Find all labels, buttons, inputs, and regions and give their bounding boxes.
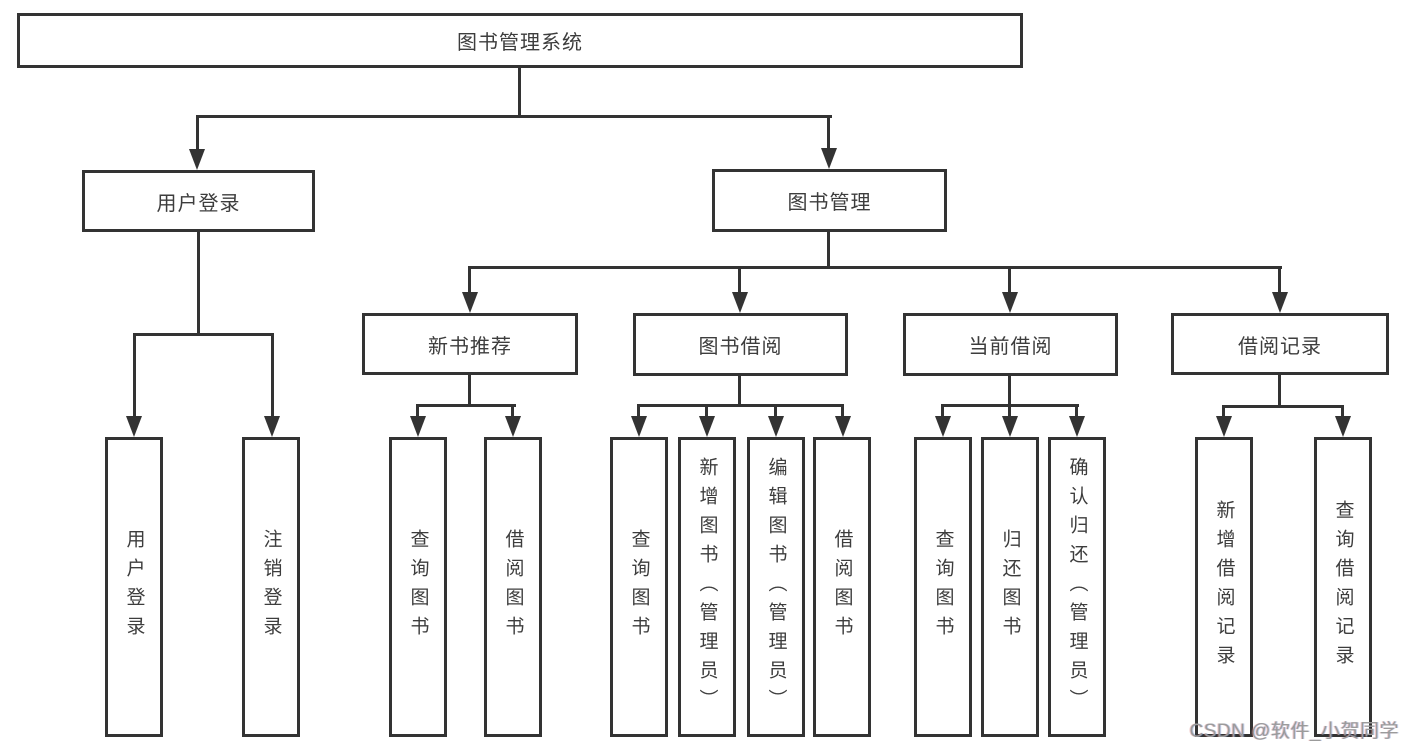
leaf-recommend-borrow-books: 借阅图书: [484, 437, 542, 737]
connector-stub-current-confirm: [1075, 404, 1078, 418]
connector-user-login-stem: [197, 232, 200, 335]
leaf-borrowing-edit-books-admin: 编辑图书（管理员）: [747, 437, 805, 737]
connector-book-management-stem: [827, 232, 830, 269]
node-borrowing-records: 借阅记录: [1171, 313, 1389, 375]
leaf-borrowing-borrow-books: 借阅图书: [813, 437, 871, 737]
arrow-down-icon: [1272, 292, 1288, 313]
node-library-management-system: 图书管理系统: [17, 13, 1023, 68]
connector-root-crossbar: [196, 115, 832, 118]
node-current-borrowing: 当前借阅: [903, 313, 1118, 376]
connector-records-crossbar: [1222, 405, 1344, 408]
arrow-down-icon: [835, 416, 851, 437]
node-label: 注销登录: [260, 529, 282, 645]
arrow-down-icon: [1069, 416, 1085, 437]
leaf-current-query-books: 查询图书: [914, 437, 972, 737]
node-label: 用户登录: [123, 529, 145, 645]
connector-recommend-crossbar: [416, 404, 516, 407]
leaf-logout: 注销登录: [242, 437, 300, 737]
connector-current-stem: [1008, 376, 1011, 407]
node-label: 归还图书: [999, 529, 1021, 645]
leaf-user-login: 用户登录: [105, 437, 163, 737]
node-label: 查询借阅记录: [1332, 500, 1354, 674]
node-label: 用户登录: [156, 192, 241, 215]
connector-stub-recommend-borrow: [511, 404, 514, 418]
connector-stub-records-query: [1341, 405, 1344, 418]
connector-stub-borrowing-edit: [774, 404, 777, 418]
node-label: 当前借阅: [968, 336, 1053, 358]
node-label: 借阅图书: [502, 529, 524, 645]
node-book-borrowing: 图书借阅: [633, 313, 848, 376]
arrow-down-icon: [1335, 416, 1351, 437]
connector-stub-borrowing-records: [1278, 266, 1281, 294]
connector-stub-recommend-query: [416, 404, 419, 418]
arrow-down-icon: [264, 416, 280, 437]
node-label: 借阅记录: [1238, 335, 1322, 358]
leaf-borrowing-query-books: 查询图书: [610, 437, 668, 737]
arrow-down-icon: [505, 416, 521, 437]
node-label: 查询图书: [932, 529, 954, 645]
connector-stub-leaf-logout: [271, 333, 274, 418]
connector-stub-current-return: [1008, 404, 1011, 418]
connector-stub-leaf-user-login: [133, 333, 136, 418]
node-label: 新增图书（管理员）: [696, 456, 718, 718]
connector-user-login-crossbar: [133, 333, 274, 336]
arrow-down-icon: [410, 416, 426, 437]
connector-recommend-stem: [468, 375, 471, 407]
node-label: 新书推荐: [428, 335, 512, 358]
leaf-current-return-books: 归还图书: [981, 437, 1039, 737]
node-label: 借阅图书: [831, 529, 853, 645]
node-user-login: 用户登录: [82, 170, 315, 232]
node-label: 查询图书: [407, 529, 429, 645]
leaf-current-confirm-return-admin: 确认归还（管理员）: [1048, 437, 1106, 737]
connector-book-management-crossbar: [468, 266, 1282, 269]
arrow-down-icon: [699, 416, 715, 437]
connector-borrowing-crossbar: [637, 404, 844, 407]
connector-stub-book-management: [827, 115, 830, 151]
connector-borrowing-stem: [738, 376, 741, 407]
connector-stub-book-borrowing: [738, 266, 741, 294]
connector-stub-records-add: [1222, 405, 1225, 418]
node-label: 查询图书: [628, 529, 650, 645]
arrow-down-icon: [462, 292, 478, 313]
node-label: 图书管理系统: [457, 32, 583, 54]
arrow-down-icon: [821, 148, 837, 169]
node-label: 图书管理: [787, 192, 872, 214]
arrow-down-icon: [1002, 292, 1018, 313]
connector-stub-borrowing-add: [705, 404, 708, 418]
connector-stub-borrowing-query: [637, 404, 640, 418]
node-book-management: 图书管理: [712, 169, 947, 232]
arrow-down-icon: [768, 416, 784, 437]
connector-stub-borrowing-borrow: [841, 404, 844, 418]
leaf-records-add-record: 新增借阅记录: [1195, 437, 1253, 737]
leaf-records-query-record: 查询借阅记录: [1314, 437, 1372, 737]
connector-stub-current-query: [941, 404, 944, 418]
leaf-recommend-query-books: 查询图书: [389, 437, 447, 737]
connector-stub-current-borrowing: [1008, 266, 1011, 294]
connector-root-stem: [518, 68, 521, 118]
connector-records-stem: [1278, 375, 1281, 408]
node-label: 编辑图书（管理员）: [765, 456, 787, 718]
connector-stub-user-login: [196, 115, 199, 151]
arrow-down-icon: [935, 416, 951, 437]
node-label: 确认归还（管理员）: [1066, 456, 1088, 718]
arrow-down-icon: [732, 292, 748, 313]
csdn-watermark: CSDN @软件_小贺同学: [1189, 721, 1399, 742]
arrow-down-icon: [189, 149, 205, 170]
arrow-down-icon: [1002, 416, 1018, 437]
arrow-down-icon: [126, 416, 142, 437]
connector-stub-new-book-recommend: [468, 266, 471, 294]
leaf-borrowing-add-books-admin: 新增图书（管理员）: [678, 437, 736, 737]
node-label: 新增借阅记录: [1213, 500, 1235, 674]
node-new-book-recommend: 新书推荐: [362, 313, 578, 375]
arrow-down-icon: [631, 416, 647, 437]
arrow-down-icon: [1216, 416, 1232, 437]
node-label: 图书借阅: [698, 336, 783, 358]
